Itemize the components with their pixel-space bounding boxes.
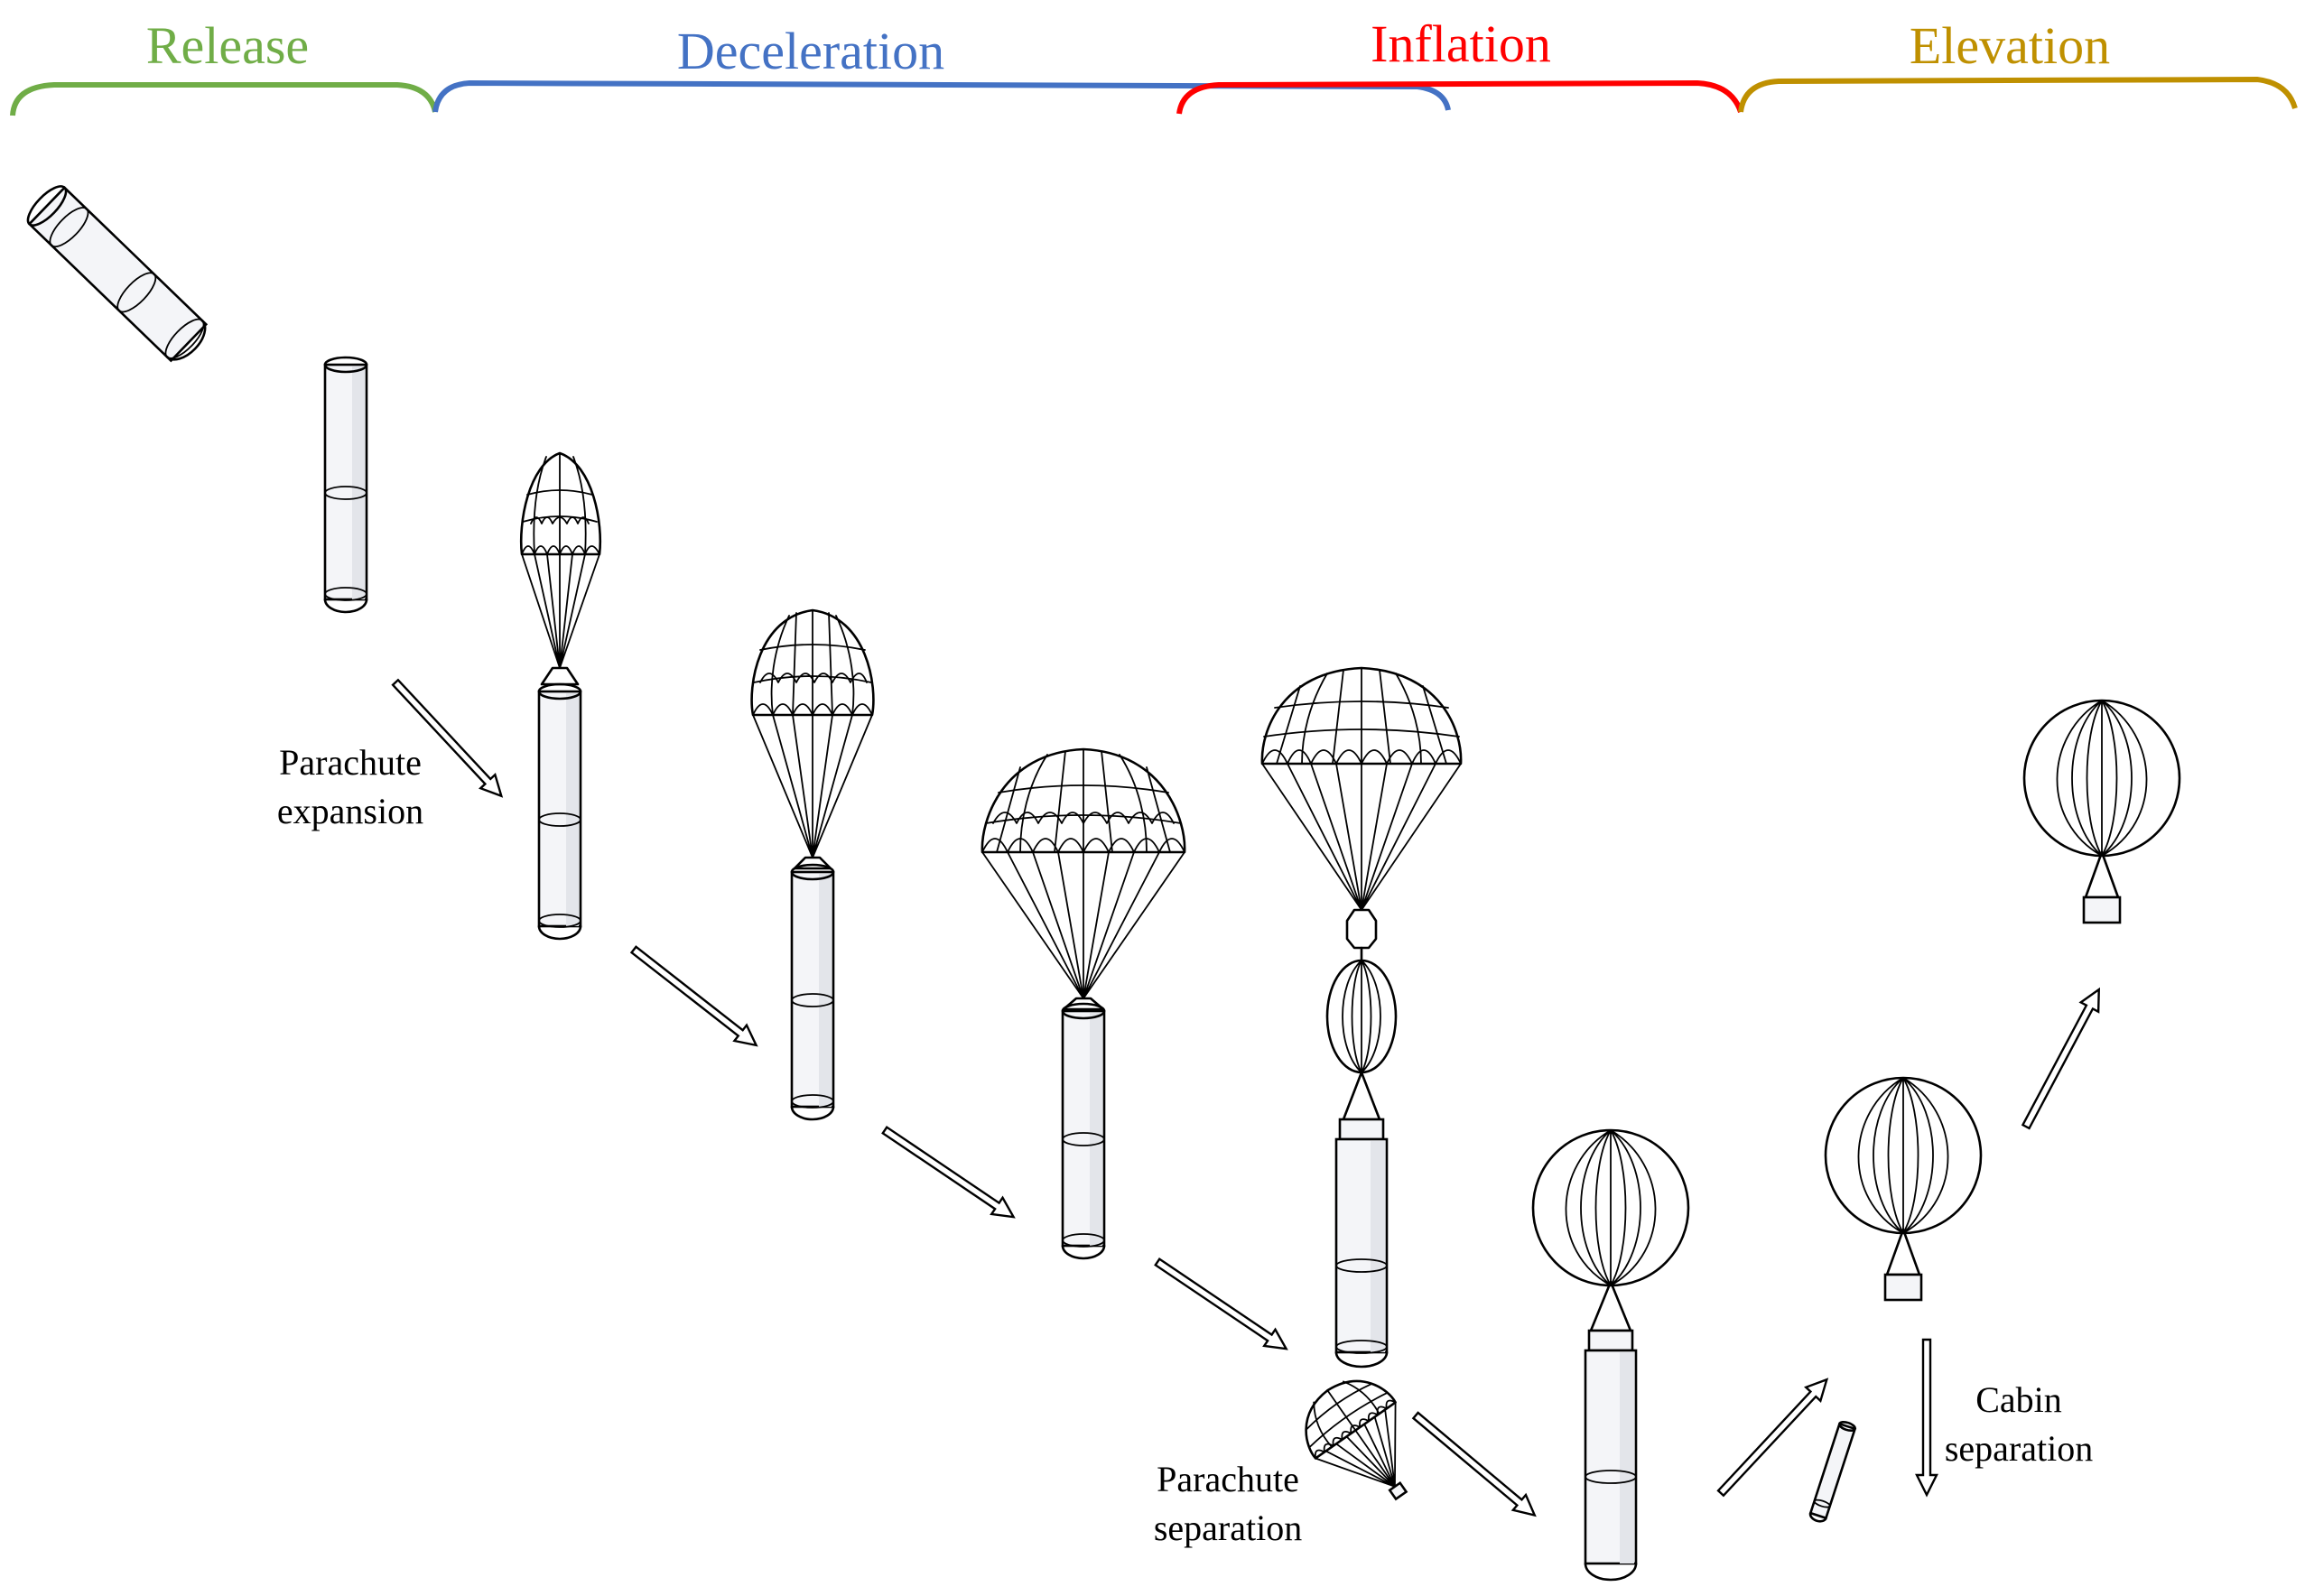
captions: Parachute expansion Parachute separation… — [277, 742, 2093, 1548]
parachute-canopy-large — [981, 747, 1186, 999]
arrow-3 — [878, 1120, 1020, 1227]
balloon-inflating — [1325, 959, 1398, 1074]
separated-parachute — [1305, 1379, 1408, 1501]
caption-cabin-separation-line1: Cabin — [1975, 1379, 2062, 1420]
parachute-canopy-small — [519, 451, 601, 669]
phase-label-deceleration: Deceleration — [677, 22, 944, 80]
stage-tilted-canister — [26, 185, 209, 363]
arrow-7 — [1915, 1338, 1938, 1497]
balloon-upper — [2022, 699, 2181, 858]
stage-parachute-opening — [519, 451, 601, 941]
stage-balloon-inflated — [1531, 1128, 1690, 1582]
release-brace — [10, 82, 438, 116]
parachute-canopy-top — [1260, 666, 1463, 911]
caption-parachute-expansion-line1: Parachute — [279, 742, 422, 783]
deceleration-brace — [432, 79, 1451, 113]
stage-parachute-deploying — [750, 608, 875, 1121]
phase-braces — [10, 76, 2298, 116]
caption-cabin-separation-line2: separation — [1945, 1428, 2093, 1469]
parachute-canopy-medium — [750, 608, 875, 858]
caption-parachute-separation-line2: separation — [1154, 1508, 1302, 1548]
balloon-lower — [1824, 1076, 1983, 1235]
phase-label-elevation: Elevation — [1910, 16, 2110, 75]
caption-parachute-separation-line1: Parachute — [1157, 1459, 1299, 1499]
separated-canister — [1808, 1420, 1857, 1523]
stage-parachute-full — [981, 747, 1186, 1260]
phase-label-release: Release — [146, 16, 309, 75]
stage-balloon-inflating — [1260, 666, 1463, 1369]
stage-vertical-canister — [323, 356, 368, 614]
phase-labels: Release Deceleration Inflation Elevation — [146, 14, 2110, 80]
arrow-1 — [386, 674, 510, 804]
stage-balloon-cabin-lower — [1824, 1076, 1983, 1302]
arrow-2 — [627, 941, 764, 1054]
balloon-full — [1531, 1128, 1690, 1287]
phase-label-inflation: Inflation — [1371, 14, 1551, 73]
arrow-4 — [1150, 1252, 1293, 1359]
arrow-8 — [2016, 983, 2109, 1133]
arrow-5 — [1408, 1406, 1543, 1525]
caption-parachute-expansion-line2: expansion — [277, 791, 423, 831]
arrow-6 — [1712, 1371, 1836, 1501]
inflation-brace — [1176, 79, 1743, 115]
elevation-brace — [1738, 76, 2298, 113]
stage-balloon-rising — [2022, 699, 2181, 924]
